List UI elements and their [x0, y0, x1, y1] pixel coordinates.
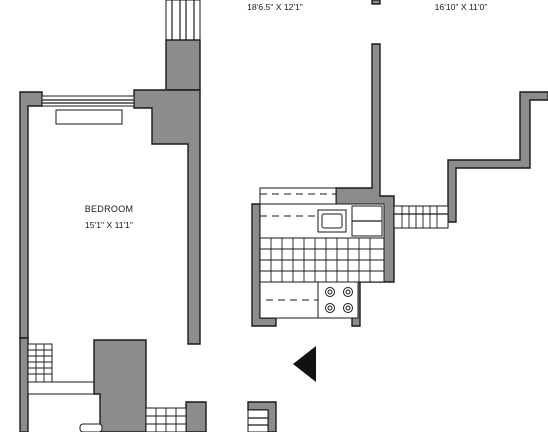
bedroom-closet — [19, 337, 101, 432]
bedroom-dims: 15'1" X 11'1" — [85, 220, 133, 230]
bath-tile — [145, 407, 187, 432]
living-dims: 18'6.5" X 12'1" — [247, 2, 303, 12]
bedroom-wall-left — [19, 91, 43, 339]
bath-wall-column — [93, 339, 147, 432]
bedroom-wall-right — [133, 89, 201, 345]
kitchen-counter — [259, 203, 385, 239]
kitchen-floor-tile — [259, 237, 385, 283]
kitchen-counter-lower — [259, 281, 319, 319]
bath-wall-right — [185, 401, 207, 432]
bedroom-window — [41, 95, 135, 125]
bathtub — [79, 423, 103, 432]
dining-closet — [393, 205, 449, 229]
entry-closet — [247, 409, 269, 432]
dining-wall-right — [447, 91, 548, 223]
kitchen-cabinet-upper — [259, 187, 337, 205]
bedroom-name: BEDROOM — [85, 204, 134, 214]
entry-arrow-icon — [293, 346, 316, 382]
dining-dims: 16'10" X 11'0" — [435, 2, 488, 12]
dining-wall-top-stub — [371, 0, 381, 5]
top-window — [165, 0, 201, 41]
top-wall-column — [165, 39, 201, 91]
stove-icon — [317, 281, 359, 319]
